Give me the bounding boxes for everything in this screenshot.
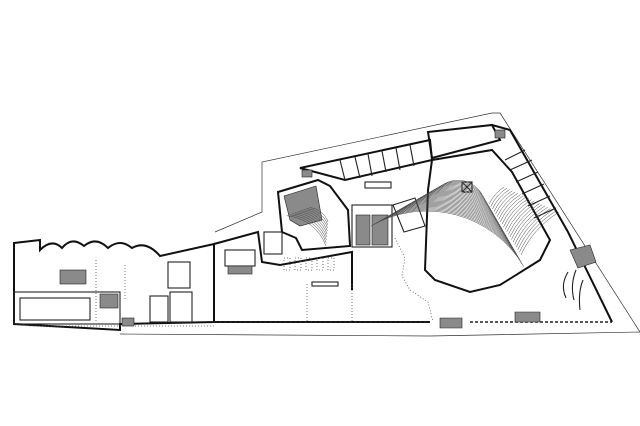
seat-row	[409, 194, 502, 229]
seat-row	[441, 181, 484, 197]
seat-row	[490, 187, 508, 207]
seat-row	[493, 190, 513, 212]
seat-row	[488, 186, 505, 205]
seat-row	[396, 199, 510, 242]
seat-row	[515, 208, 551, 248]
seat-row	[443, 180, 483, 195]
seat-row	[508, 201, 538, 235]
seat-row	[504, 199, 532, 230]
seat-row	[420, 189, 496, 218]
seat-row	[286, 215, 327, 246]
east-wing	[439, 124, 613, 329]
seat-row	[422, 188, 495, 216]
seat-row	[407, 195, 504, 231]
seat-row	[303, 209, 328, 228]
seat-row	[425, 187, 493, 213]
seat-row	[306, 208, 329, 225]
seat-row	[378, 207, 520, 260]
seat-row	[298, 211, 328, 234]
seat-row	[389, 203, 514, 249]
seat-row	[399, 198, 508, 239]
west-wing	[13, 238, 215, 332]
seat-row	[417, 190, 498, 221]
seat-row	[289, 214, 327, 243]
seat-row	[492, 189, 510, 210]
seat-row	[519, 210, 557, 253]
seat-row	[381, 206, 519, 257]
seat-row	[386, 204, 516, 252]
seat-row	[309, 207, 329, 223]
seat-row	[520, 212, 559, 255]
small-hall-seating	[286, 207, 329, 246]
seat-row	[433, 184, 489, 205]
seat-row	[295, 212, 328, 237]
seat-row	[394, 200, 511, 244]
seat-row	[412, 193, 501, 226]
seat-row	[511, 204, 543, 240]
small-hall	[263, 178, 352, 255]
seat-row	[428, 186, 492, 210]
seat-row	[512, 205, 546, 243]
seat-row	[517, 209, 554, 250]
central-foyer	[213, 230, 612, 323]
seat-row	[370, 210, 525, 268]
seat-row	[495, 191, 516, 215]
seat-row	[300, 210, 328, 231]
service-rooms	[299, 123, 502, 189]
seat-row	[503, 198, 529, 227]
seat-row	[498, 194, 521, 220]
seat-row	[509, 203, 540, 238]
seat-row	[292, 213, 327, 240]
seat-row	[391, 201, 513, 247]
seat-row	[506, 200, 535, 233]
stage-block	[351, 197, 426, 248]
seat-row	[383, 205, 517, 255]
seat-row	[500, 195, 524, 222]
seat-row	[402, 197, 507, 236]
seat-row	[496, 193, 518, 217]
site-boundary	[119, 112, 640, 337]
seat-row	[501, 196, 527, 225]
seat-row	[435, 183, 487, 203]
main-auditorium	[370, 148, 559, 294]
seat-row	[438, 182, 486, 200]
seat-row	[415, 192, 499, 223]
main-auditorium-seating	[370, 180, 559, 268]
seat-row	[514, 206, 548, 245]
seat-row	[373, 209, 523, 265]
seat-row	[376, 208, 522, 262]
seat-row	[430, 185, 490, 208]
seat-row	[404, 196, 505, 234]
